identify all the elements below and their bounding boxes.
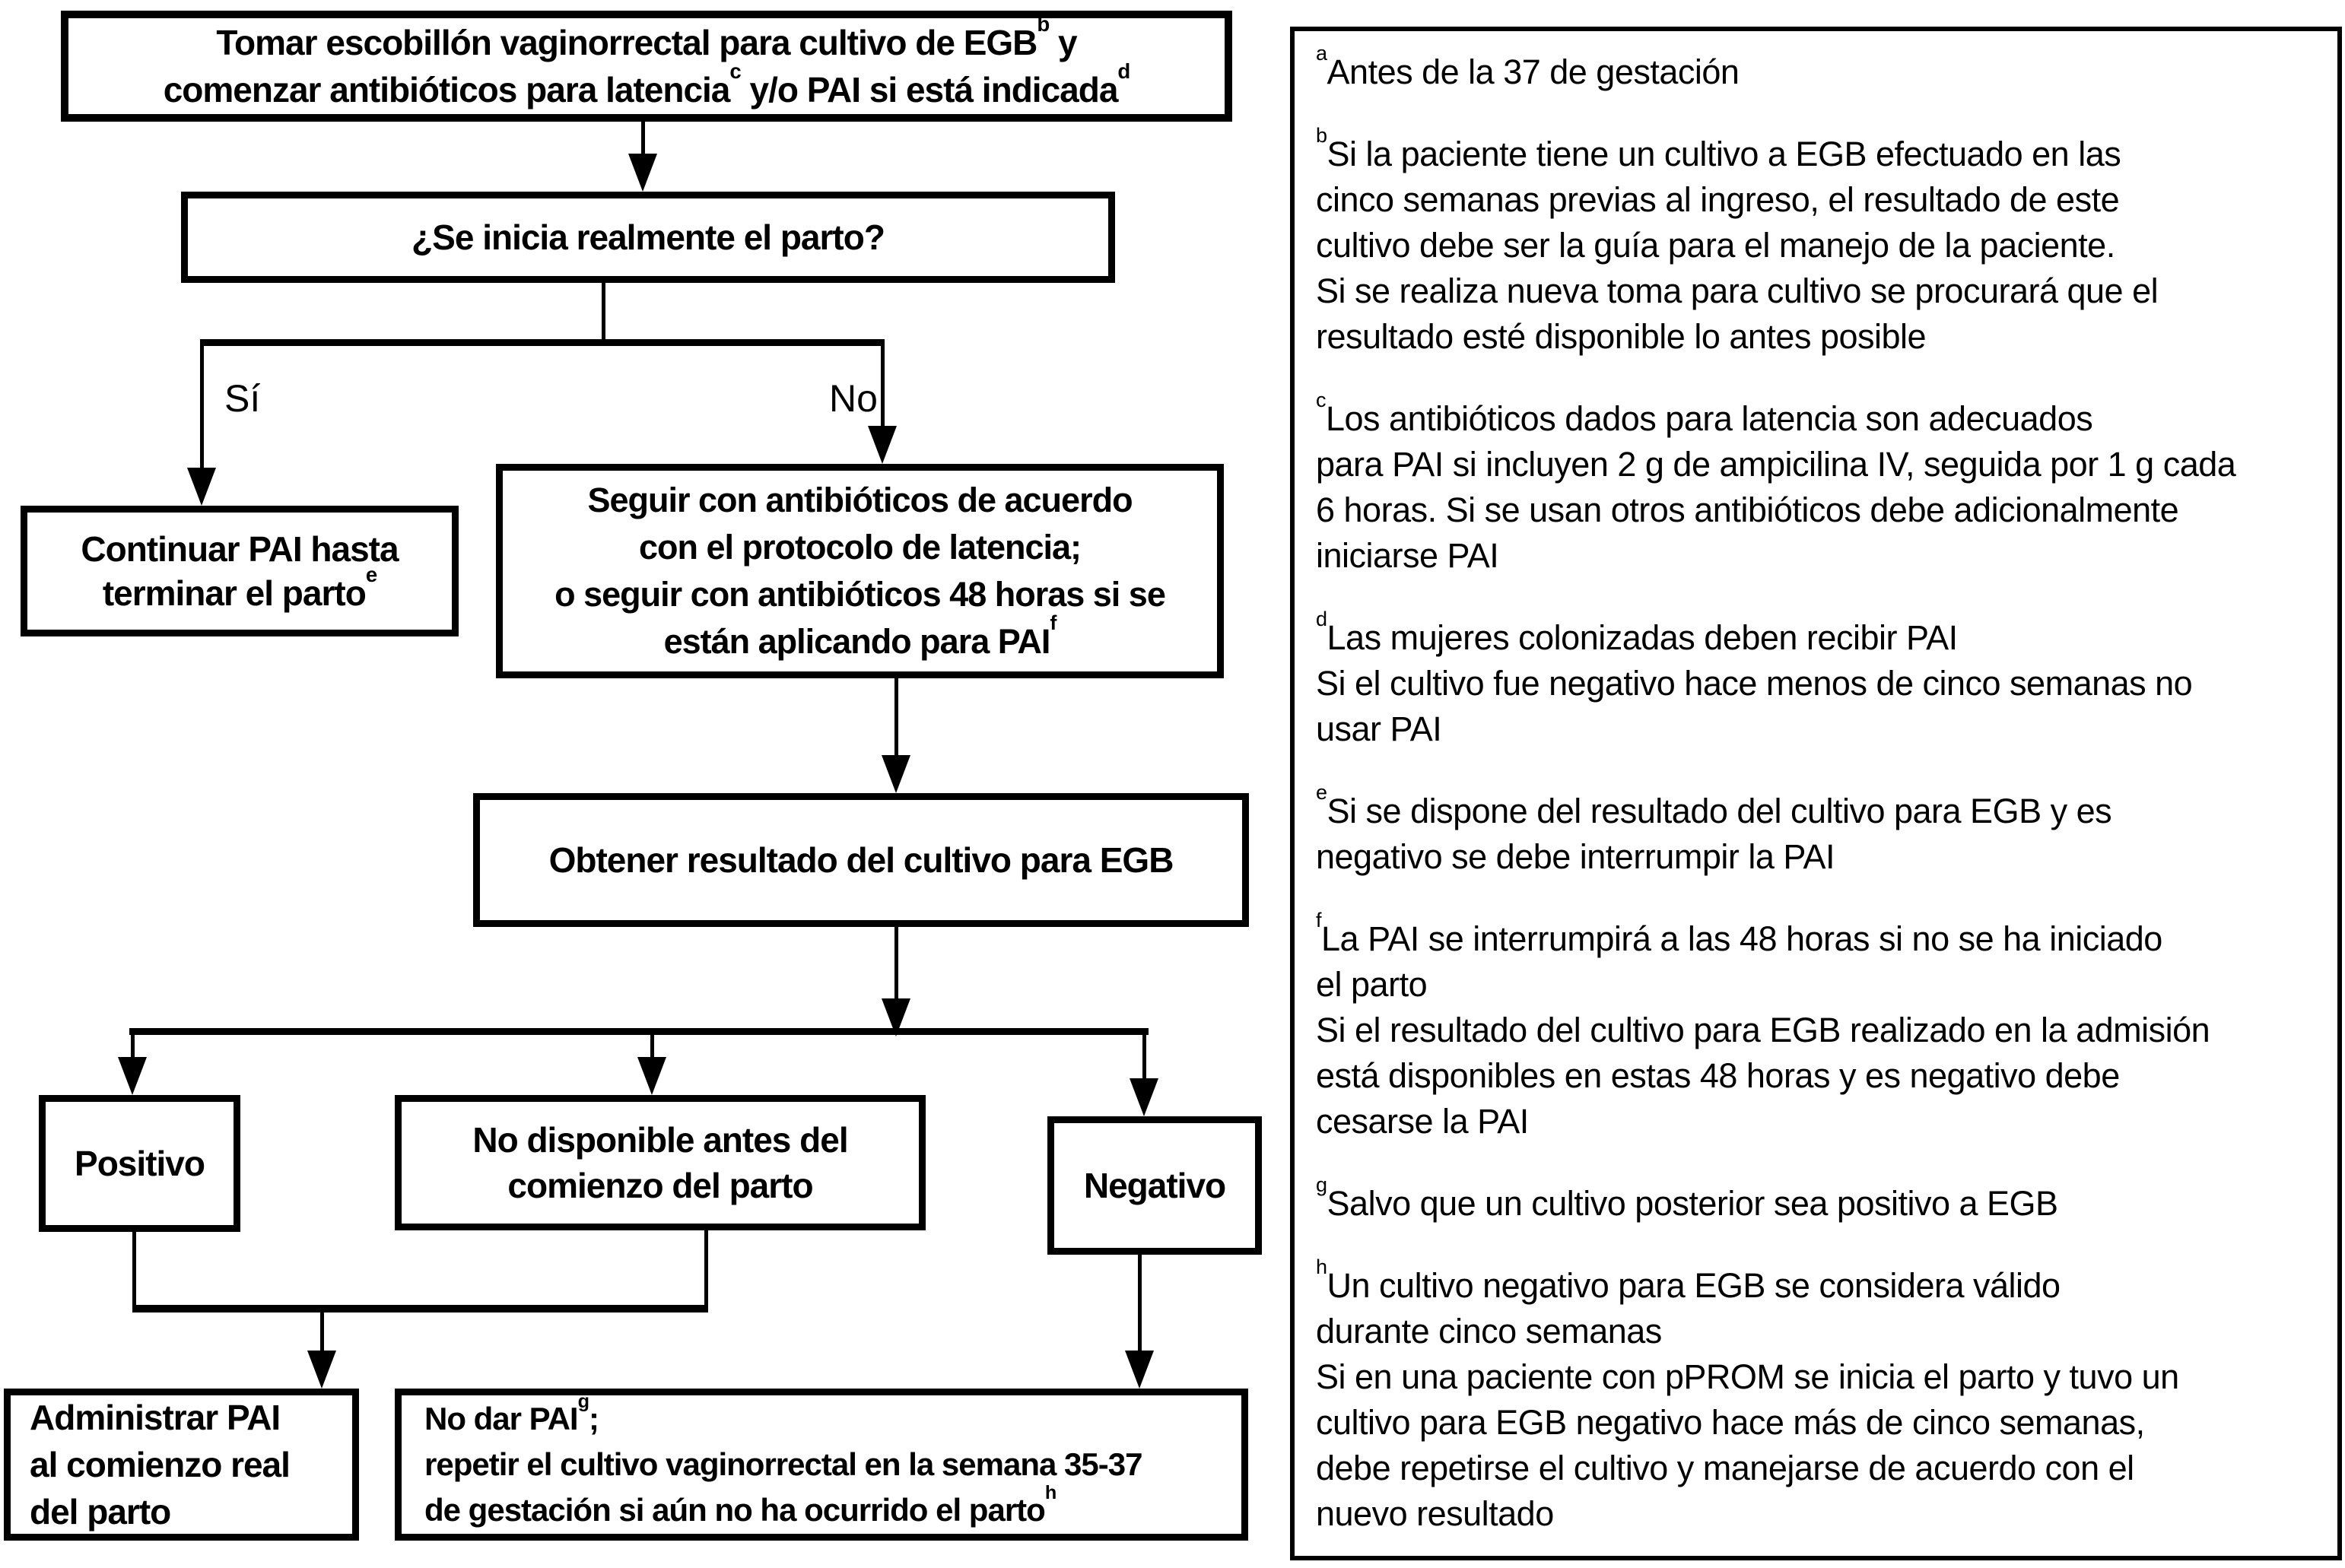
node-not-available-line1: No disponible antes del — [472, 1120, 848, 1160]
superscript-ref-b: b — [1037, 11, 1050, 36]
node-continue-pai-line1: Continuar PAI hasta — [81, 529, 399, 569]
branch-line-yes-no — [200, 339, 885, 346]
node-negative: Negativo — [1047, 1116, 1262, 1255]
footnote-d-marker: d — [1316, 608, 1327, 631]
footnote-h: hUn cultivo negativo para EGB se conside… — [1316, 1257, 2330, 1537]
node-take-culture: Tomar escobillón vaginorrectal para cult… — [61, 11, 1232, 122]
footnote-a: aAntes de la 37 de gestación — [1316, 43, 2330, 95]
arrowhead-into-negative — [1130, 1078, 1158, 1116]
node-latency-line2: con el protocolo de latencia; — [638, 528, 1082, 567]
footnote-a-marker: a — [1316, 42, 1327, 65]
node-latency-line3: o seguir con antibióticos 48 horas si se — [554, 575, 1166, 614]
connector-to-negative — [1142, 1032, 1146, 1081]
footnote-g-marker: g — [1316, 1173, 1327, 1197]
connector-latency-to-result — [894, 678, 898, 758]
connector-to-not-available — [650, 1032, 654, 1061]
node-continue-pai: Continuar PAI hasta terminar el partoe — [21, 506, 459, 636]
footnote-g: gSalvo que un cultivo posterior sea posi… — [1316, 1175, 2330, 1227]
connector-negative-down — [1138, 1253, 1142, 1354]
arrowhead-into-question — [628, 154, 657, 192]
node-latency-line1: Seguir con antibióticos de acuerdo — [587, 481, 1133, 519]
node-administer-line2: al comienzo real — [30, 1445, 291, 1484]
branch-line-results — [129, 1028, 1149, 1035]
footnotes-panel: aAntes de la 37 de gestación bSi la paci… — [1290, 27, 2342, 1560]
node-not-available-line2: comienzo del parto — [507, 1166, 813, 1205]
arrowhead-into-latency — [868, 426, 897, 464]
node-no-pai-line1: No dar PAIg; — [424, 1391, 599, 1436]
node-administer-line1: Administrar PAI — [30, 1398, 281, 1437]
branch-label-no: No — [829, 377, 878, 420]
footnote-b-text: Si la paciente tiene un cultivo a EGB ef… — [1316, 135, 2159, 356]
node-no-pai-line2: repetir el cultivo vaginorrectal en la s… — [424, 1446, 1142, 1482]
branch-label-yes: Sí — [224, 377, 261, 420]
node-obtain-result-label: Obtener resultado del cultivo para EGB — [548, 840, 1174, 880]
footnote-d: dLas mujeres colonizadas deben recibir P… — [1316, 609, 2330, 752]
node-take-culture-line2: comenzar antibióticos para latenciac y/o… — [163, 59, 1131, 110]
arrowhead-into-continue-pai — [187, 468, 216, 506]
node-positive-label: Positivo — [75, 1144, 205, 1183]
node-question-label: ¿Se inicia realmente el parto? — [411, 217, 885, 257]
footnote-b-marker: b — [1316, 124, 1327, 148]
footnote-b: bSi la paciente tiene un cultivo a EGB e… — [1316, 125, 2330, 360]
connector-no — [881, 339, 885, 429]
superscript-ref-d: d — [1117, 59, 1130, 83]
connector-top-to-question — [641, 122, 645, 160]
footnote-a-text: Antes de la 37 de gestación — [1327, 52, 1740, 91]
footnote-c: cLos antibióticos dados para latencia so… — [1316, 390, 2330, 579]
superscript-ref-e: e — [365, 562, 377, 586]
connector-result-to-branch — [894, 927, 898, 1001]
footnote-e-text: Si se dispone del resultado del cultivo … — [1316, 792, 2112, 876]
node-latency-antibiotics: Seguir con antibióticos de acuerdo con e… — [496, 464, 1224, 678]
arrowhead-into-administer — [307, 1351, 336, 1389]
arrowhead-into-result — [882, 755, 910, 793]
node-positive: Positivo — [39, 1095, 240, 1232]
node-continue-pai-line2: terminar el partoe — [102, 562, 377, 613]
footnote-f-marker: f — [1316, 909, 1322, 932]
footnote-h-marker: h — [1316, 1255, 1327, 1279]
footnote-e-marker: e — [1316, 781, 1327, 805]
connector-to-positive — [131, 1032, 135, 1061]
footnote-f-text: La PAI se interrumpirá a las 48 horas si… — [1316, 919, 2210, 1141]
node-not-available: No disponible antes del comienzo del par… — [395, 1095, 926, 1230]
node-question-parto: ¿Se inicia realmente el parto? — [181, 192, 1115, 283]
footnote-e: eSi se dispone del resultado del cultivo… — [1316, 782, 2330, 880]
superscript-ref-g: g — [577, 1391, 589, 1413]
node-administer-pai: Administrar PAI al comienzo real del par… — [4, 1389, 359, 1541]
node-take-culture-line1: Tomar escobillón vaginorrectal para cult… — [216, 11, 1077, 62]
connector-yes — [200, 339, 204, 472]
connector-not-available-down — [704, 1229, 708, 1311]
arrowhead-into-no-pai — [1125, 1351, 1154, 1389]
merge-line — [132, 1305, 708, 1312]
node-administer-line3: del parto — [30, 1492, 171, 1531]
node-latency-line4: están aplicando para PAIf — [663, 611, 1057, 661]
node-no-pai: No dar PAIg; repetir el cultivo vaginorr… — [395, 1389, 1248, 1541]
connector-merge-to-administer — [320, 1312, 324, 1354]
node-negative-label: Negativo — [1083, 1166, 1226, 1205]
footnote-c-marker: c — [1316, 389, 1327, 412]
superscript-ref-f: f — [1050, 611, 1057, 635]
superscript-ref-h: h — [1044, 1482, 1057, 1504]
node-obtain-result: Obtener resultado del cultivo para EGB — [473, 793, 1249, 927]
footnote-f: fLa PAI se interrumpirá a las 48 horas s… — [1316, 910, 2330, 1144]
superscript-ref-c: c — [729, 59, 741, 83]
footnote-h-text: Un cultivo negativo para EGB se consider… — [1316, 1266, 2179, 1533]
footnote-g-text: Salvo que un cultivo posterior sea posit… — [1327, 1184, 2059, 1223]
arrowhead-into-not-available — [637, 1057, 666, 1095]
connector-positive-down — [132, 1230, 136, 1311]
connector-question-stub — [602, 283, 605, 342]
footnote-d-text: Las mujeres colonizadas deben recibir PA… — [1316, 618, 2193, 748]
footnote-c-text: Los antibióticos dados para latencia son… — [1316, 399, 2236, 575]
arrowhead-into-positive — [118, 1057, 147, 1095]
node-no-pai-line3: de gestación si aún no ha ocurrido el pa… — [424, 1482, 1057, 1528]
